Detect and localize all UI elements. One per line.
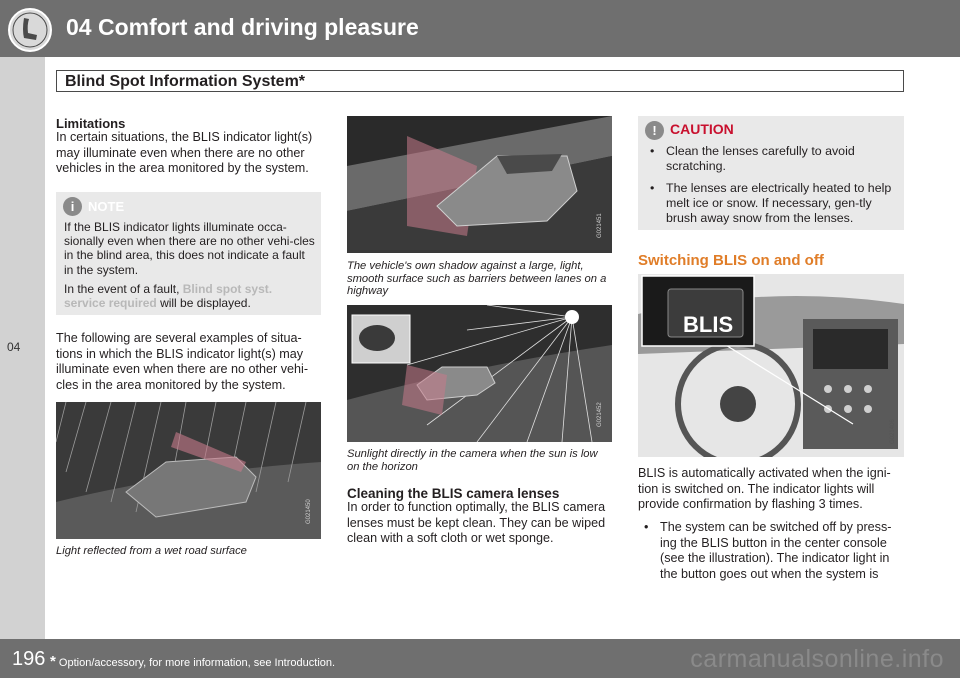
note-paragraph-1: If the BLIS indicator lights illuminate … — [64, 220, 315, 277]
note-p2-suffix: will be displayed. — [160, 296, 251, 311]
chapter-title: 04 Comfort and driving pleasure — [66, 14, 419, 40]
examples-text: The following are several examples of si… — [56, 331, 309, 392]
chapter-side-tab: 04 — [0, 57, 45, 639]
seat-icon — [8, 8, 52, 52]
fig-code: G021406 — [890, 419, 896, 444]
fault-message: Blind spot syst. service required — [64, 282, 273, 311]
note-label: NOTE — [88, 199, 125, 214]
auto-activation-text: BLIS is automatically activated when the… — [638, 466, 891, 512]
page-footer: 196 * Option/accessory, for more informa… — [0, 639, 960, 678]
section-title: Blind Spot Information System* — [65, 73, 306, 90]
blis-button-label: BLIS — [683, 312, 734, 337]
cleaning-heading: Cleaning the BLIS camera lenses — [347, 486, 560, 501]
note-box: i NOTE If the BLIS indicator lights illu… — [56, 192, 321, 315]
caution-item: The lenses are electrically heated to he… — [644, 181, 898, 226]
blis-button-illustration: BLIS G021406 — [638, 274, 904, 467]
limitations-text: In certain situations, the BLIS indicato… — [56, 130, 313, 176]
limitations-heading: Limitations — [56, 116, 126, 131]
sunlight-caption: Sunlight directly in the camera when the… — [347, 448, 598, 473]
cleaning-text: In order to function optimally, the BLIS… — [347, 500, 606, 546]
caution-item: Clean the lenses carefully to avoid scra… — [644, 144, 898, 174]
chapter-header: 04 Comfort and driving pleasure — [0, 0, 960, 57]
note-p2-prefix: In the event of a fault, — [64, 282, 180, 296]
shadow-barrier-illustration: G021451 — [347, 116, 612, 253]
fig-code: G021452 — [597, 402, 603, 427]
wet-road-caption: Light reflected from a wet road surface — [56, 545, 247, 557]
shadow-caption: The vehicle's own shadow against a large… — [347, 260, 607, 297]
switch-off-bullet: The system can be switched off by press-… — [638, 520, 905, 582]
note-paragraph-2: In the event of a fault, Blind spot syst… — [64, 282, 316, 310]
footnote: * Option/accessory, for more information… — [50, 653, 335, 670]
warning-icon: ! — [645, 121, 664, 140]
sunlight-illustration: G021452 — [347, 304, 612, 443]
fig-code: G021450 — [306, 499, 312, 524]
page-number: 196 — [12, 648, 46, 670]
info-icon: i — [63, 197, 82, 216]
fig-code: G021451 — [597, 213, 603, 238]
switching-heading: Switching BLIS on and off — [638, 252, 824, 269]
side-tab-number: 04 — [7, 340, 21, 354]
section-header: Blind Spot Information System* — [56, 70, 904, 92]
watermark: carmanualsonline.info — [690, 645, 944, 673]
caution-label: CAUTION — [670, 121, 734, 137]
footnote-asterisk: * — [50, 653, 56, 670]
footnote-text: Option/accessory, for more information, … — [58, 657, 336, 669]
caution-box: ! CAUTION Clean the lenses carefully to … — [638, 116, 904, 230]
wet-road-illustration: G021450 — [55, 401, 321, 539]
